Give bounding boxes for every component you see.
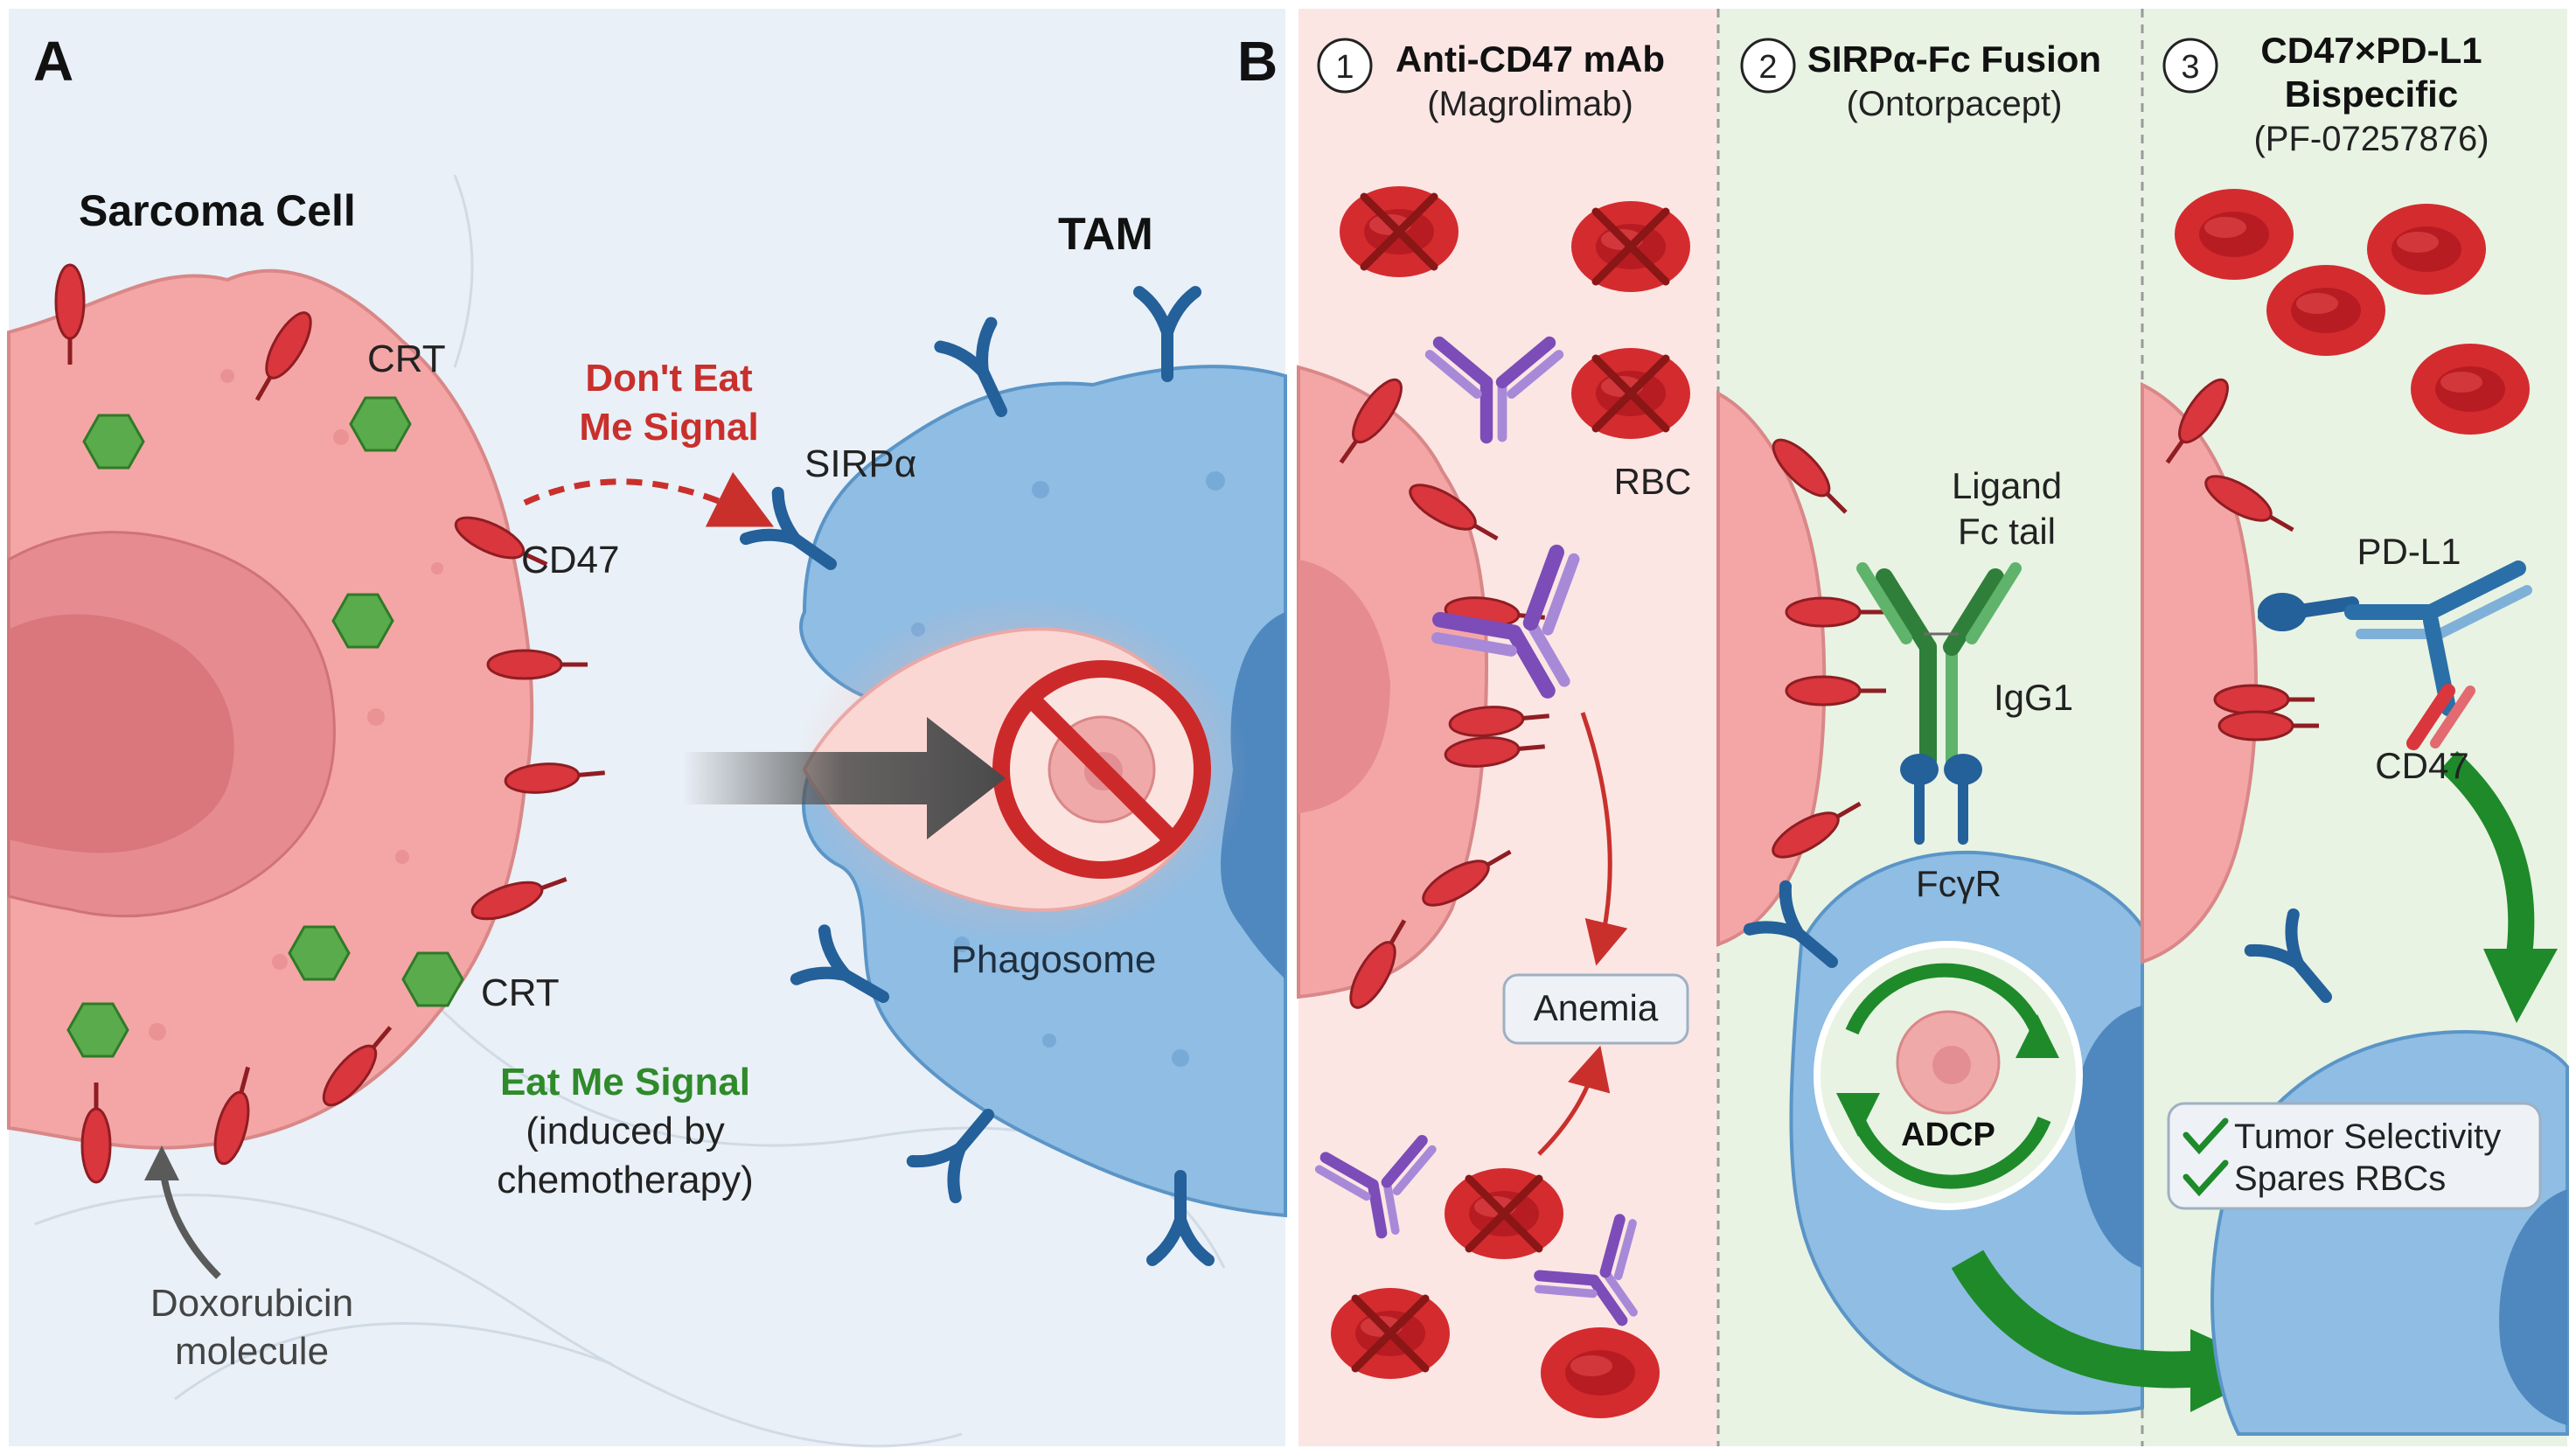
benefit-1: Tumor Selectivity — [2234, 1117, 2501, 1156]
check-icon — [2183, 1117, 2229, 1155]
tam-label: TAM — [1058, 209, 1153, 260]
col3-green-arrowhead — [2483, 949, 2558, 1023]
sirpa-label: SIRPα — [804, 442, 916, 485]
adcp-arrowhead-bottom — [1836, 1093, 1880, 1137]
blocked-phagocytosis-icon — [992, 660, 1211, 879]
col3-title-line2: Bispecific — [2285, 73, 2458, 115]
eat-me-line1: Eat Me Signal — [500, 1061, 750, 1103]
green-transition-arrow — [1951, 1250, 2205, 1389]
phagocytosis-arrow — [682, 717, 1006, 839]
adcp-label: ADCP — [1901, 1117, 1995, 1153]
tam-nucleus — [1221, 612, 1285, 979]
fcyr-receptor — [1900, 754, 1982, 845]
col1-tumor-nucleus — [1298, 560, 1390, 813]
benefit-2: Spares RBCs — [2234, 1159, 2446, 1198]
benefits-box — [2167, 1102, 2542, 1210]
col1-title: Anti-CD47 mAb — [1396, 38, 1665, 80]
adcp-arrow-bottom — [1851, 1116, 2051, 1189]
rbc-cell — [2411, 344, 2530, 435]
anemia-box — [1502, 973, 1689, 1045]
crt-label-top: CRT — [367, 338, 446, 380]
cd47-pdl1-bispecific — [2258, 560, 2532, 750]
adcp-arrowhead-top — [2016, 1014, 2059, 1058]
col2-subtitle: (Ontorpacept) — [1847, 85, 2063, 123]
crt-molecule — [401, 951, 464, 1007]
rbc-label: RBC — [1614, 461, 1692, 502]
anemia-label: Anemia — [1534, 987, 1659, 1028]
col2-number: 2 — [1758, 49, 1777, 86]
adcp-arrow-top — [1845, 963, 2044, 1035]
nucleolus — [9, 614, 234, 853]
cd47-label: CD47 — [521, 539, 620, 581]
col2-title: SIRPα-Fc Fusion — [1807, 38, 2101, 80]
pdl1-label: PD-L1 — [2357, 531, 2461, 572]
col1-number-badge — [1317, 38, 1373, 94]
dont-eat-me-line1: Don't Eat — [585, 357, 753, 400]
crt-molecule — [66, 1002, 129, 1058]
col2-macrophage-nucleus — [2074, 1006, 2142, 1268]
doxorubicin-line2: molecule — [175, 1330, 329, 1373]
col3-green-arrow — [2439, 750, 2535, 964]
anemia-arrow-2 — [1537, 1045, 1611, 1156]
panel-b-letter: B — [1237, 30, 1278, 93]
ligand-line2: Fc tail — [1958, 511, 2056, 552]
crt-molecule — [82, 414, 145, 470]
igg1-label: IgG1 — [1994, 677, 2073, 718]
col2-number-badge — [1740, 38, 1796, 94]
sirpa-fc-fusion — [1856, 562, 2022, 769]
check-icon — [2183, 1159, 2229, 1197]
dont-eat-me-line2: Me Signal — [579, 406, 758, 449]
dont-eat-me-arrow — [523, 471, 775, 527]
col3-number-badge — [2162, 38, 2218, 94]
panel-a-letter: A — [33, 30, 73, 93]
crt-label-bottom: CRT — [481, 971, 560, 1014]
col3-subtitle: (PF-07257876) — [2253, 120, 2489, 158]
col1-number: 1 — [1335, 49, 1354, 86]
fcyr-label: FcγR — [1916, 863, 2002, 904]
anemia-arrow — [1580, 712, 1628, 966]
crt-molecule — [349, 396, 412, 452]
doxorubicin-arrowhead — [144, 1145, 179, 1180]
col3-number: 3 — [2181, 49, 2199, 86]
rbc-cell — [2175, 189, 2294, 280]
col3-cd47-label: CD47 — [2375, 745, 2468, 786]
col3-macrophage-nucleus — [2499, 1189, 2567, 1425]
rbc-cell — [1541, 1327, 1660, 1418]
crt-molecule — [288, 925, 351, 981]
rbc-cell — [2367, 204, 2486, 295]
eat-me-line3: chemotherapy) — [497, 1159, 753, 1201]
col3-title-line1: CD47×PD-L1 — [2260, 30, 2482, 71]
eat-me-line2: (induced by — [526, 1110, 724, 1152]
engulfed-tumor-nucleus — [1932, 1046, 1971, 1084]
sarcoma-cell-label: Sarcoma Cell — [79, 186, 356, 235]
rbc-cell — [2266, 265, 2385, 356]
ligand-line1: Ligand — [1952, 465, 2062, 506]
phagosome-label: Phagosome — [951, 938, 1157, 981]
col1-subtitle: (Magrolimab) — [1427, 85, 1633, 123]
crt-molecule — [331, 593, 394, 649]
col1-tumor-cell — [1297, 365, 1489, 999]
doxorubicin-line1: Doxorubicin — [150, 1282, 353, 1325]
